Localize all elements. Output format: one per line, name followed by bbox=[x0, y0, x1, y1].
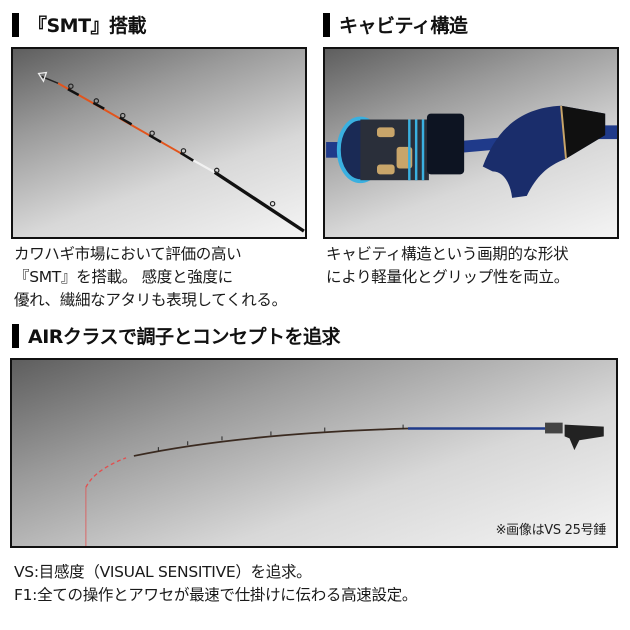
bent-rod-illustration bbox=[85, 422, 604, 546]
cavity-heading: キャビティ構造 bbox=[323, 11, 468, 38]
air-heading: AIRクラスで調子とコンセプトを追求 bbox=[12, 322, 341, 349]
cavity-title: キャビティ構造 bbox=[339, 15, 468, 37]
caption-line: VS:目感度（VISUAL SENSITIVE）を追求。 bbox=[14, 563, 312, 581]
caption-line: 『SMT』を搭載。 感度と強度に bbox=[14, 268, 233, 286]
cavity-caption: キャビティ構造という画期的な形状 により軽量化とグリップ性を両立。 bbox=[326, 243, 569, 289]
heading-bar bbox=[12, 323, 19, 348]
caption-line: により軽量化とグリップ性を両立。 bbox=[326, 268, 569, 286]
heading-bar bbox=[323, 12, 330, 37]
smt-title: 『SMT』搭載 bbox=[28, 15, 147, 37]
air-title: AIRクラスで調子とコンセプトを追求 bbox=[28, 326, 341, 348]
smt-heading: 『SMT』搭載 bbox=[12, 11, 147, 38]
cavity-reel-seat-photo bbox=[323, 47, 619, 239]
heading-bar bbox=[12, 12, 19, 37]
air-caption: VS:目感度（VISUAL SENSITIVE）を追求。 F1:全ての操作とアワ… bbox=[14, 561, 417, 607]
reel-seat-illustration bbox=[326, 105, 617, 198]
caption-line: F1:全ての操作とアワセが最速で仕掛けに伝わる高速設定。 bbox=[14, 586, 418, 604]
caption-line: カワハギ市場において評価の高い bbox=[14, 245, 242, 263]
smt-caption: カワハギ市場において評価の高い 『SMT』を搭載。 感度と強度に 優れ、繊細なア… bbox=[14, 243, 287, 312]
smt-rod-tip-photo bbox=[11, 47, 307, 239]
image-note: ※画像はVS 25号錘 bbox=[495, 523, 607, 538]
air-bent-rod-photo: ※画像はVS 25号錘 bbox=[10, 358, 618, 548]
rod-tip-illustration bbox=[37, 71, 305, 233]
caption-line: 優れ、繊細なアタリも表現してくれる。 bbox=[14, 291, 287, 309]
caption-line: キャビティ構造という画期的な形状 bbox=[326, 245, 569, 263]
